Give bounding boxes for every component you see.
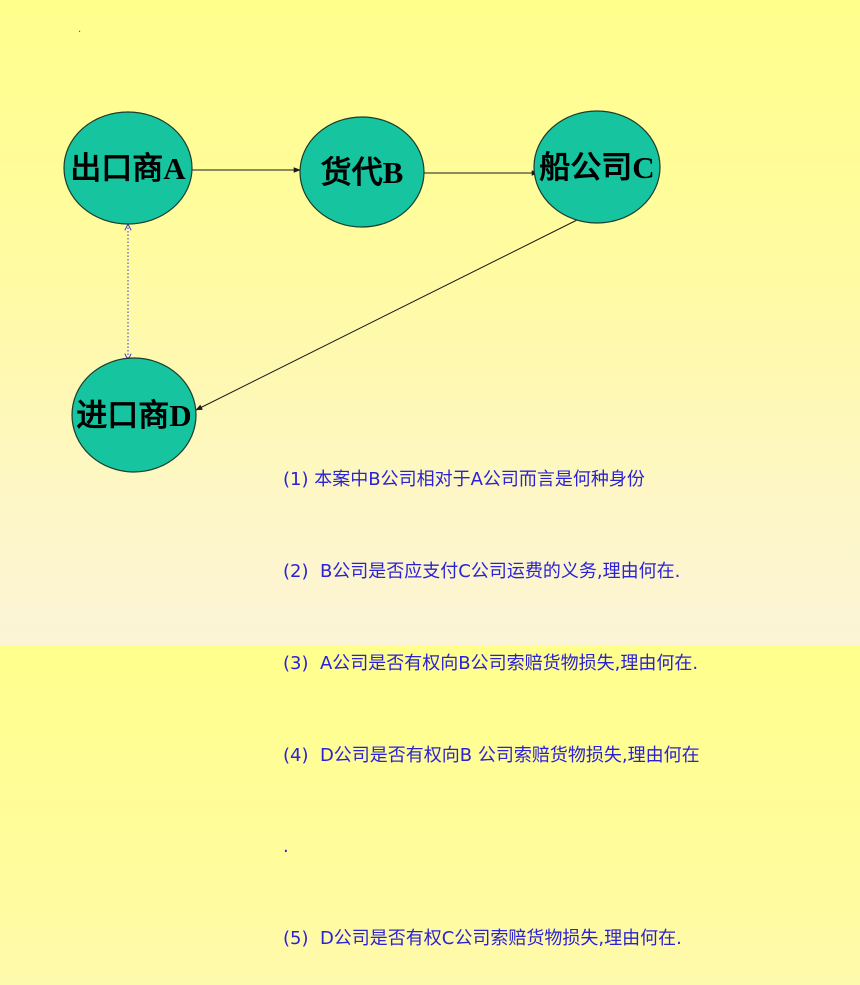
node-carrier-label: 船公司C <box>539 150 654 185</box>
node-forwarder-label: 货代B <box>321 155 404 190</box>
question-item-1: (1) 本案中B公司相对于A公司而言是何种身份 <box>283 469 645 491</box>
question-item-5: (5) D公司是否有权C公司索赔货物损失,理由何在. <box>283 928 682 950</box>
question-item-4-continuation: . <box>283 836 289 858</box>
question-item-2: (2) B公司是否应支付C公司运费的义务,理由何在. <box>283 560 681 582</box>
question-item-4: (4) D公司是否有权向B 公司索赔货物损失,理由何在 <box>283 744 700 766</box>
arrow-carrier-to-importer <box>195 219 578 411</box>
corner-dot-mark: . <box>78 24 82 35</box>
node-importer-shape <box>71 357 197 473</box>
question-list: (1) 本案中B公司相对于A公司而言是何种身份 (2) B公司是否应支付C公司运… <box>283 404 853 985</box>
node-forwarder: 货代B <box>299 116 425 228</box>
node-exporter: 出口商A <box>63 111 193 225</box>
node-carrier-shape <box>533 110 661 224</box>
node-importer: 进口商D <box>71 357 197 473</box>
flow-diagram: 出口商A 货代B 船公司C 进口商D <box>63 110 661 473</box>
node-exporter-label: 出口商A <box>70 151 186 186</box>
question-item-3: (3) A公司是否有权向B公司索赔货物损失,理由何在. <box>283 652 699 674</box>
node-forwarder-shape <box>299 116 425 228</box>
node-importer-label: 进口商D <box>76 398 191 433</box>
node-carrier: 船公司C <box>533 110 661 224</box>
node-exporter-shape <box>63 111 193 225</box>
